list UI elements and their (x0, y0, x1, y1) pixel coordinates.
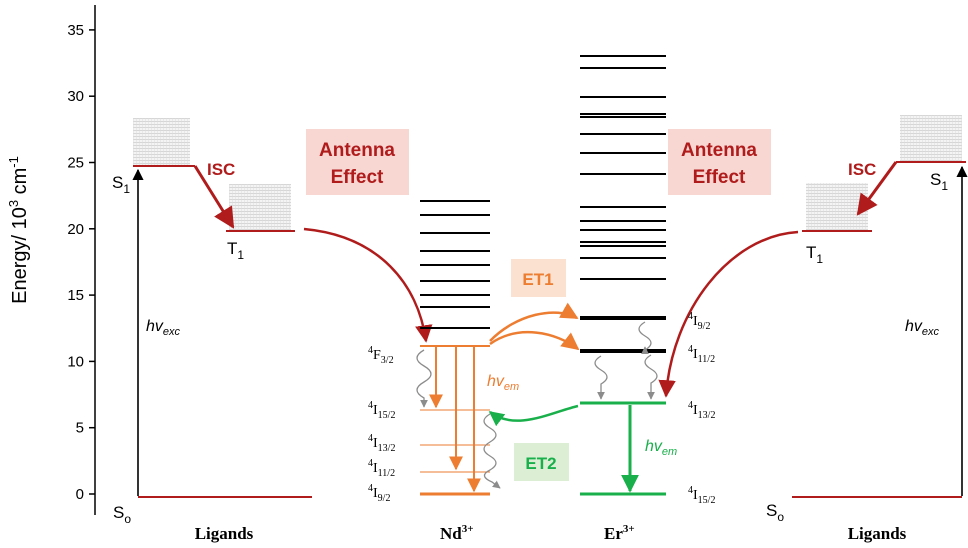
s1-vibronic-band-right (900, 115, 962, 163)
et2-arrow (488, 404, 579, 427)
isc-label-right: ISC (848, 160, 876, 179)
svg-text:Antenna: Antenna (319, 140, 395, 161)
nd-level-label-4f32: 4F3/2 (368, 345, 394, 366)
nd-nonradiative-relaxation-1 (416, 349, 432, 408)
et1-box: ET1 (511, 259, 566, 297)
y-tick-label: 15 (67, 287, 84, 304)
s0-label-left: So (113, 503, 131, 526)
er-ion-label: Er3+ (604, 523, 635, 543)
svg-text:Antenna: Antenna (681, 140, 757, 161)
antenna-effect-box-left: Antenna Effect (306, 129, 409, 195)
er-level-label-4i152: 4I15/2 (688, 485, 715, 506)
isc-arrow-left (193, 165, 235, 229)
ligands-label-left: Ligands (195, 524, 254, 543)
y-axis: 0 5 10 15 20 25 30 35 Energy/ 103 cm-1 (6, 5, 96, 515)
ligand-left: S1 T1 So ISC hvexc Ligands Antenna Effec… (112, 118, 433, 543)
y-tick-label: 10 (67, 353, 84, 370)
t1-vibronic-band-right (806, 183, 868, 231)
ligand-right: S1 T1 So ISC hvexc Ligands Antenna Effec… (658, 115, 968, 543)
t1-vibronic-band-left (229, 184, 291, 230)
nd-nonradiative-relaxation-2 (483, 413, 501, 489)
et1-arrow-upper (489, 302, 579, 342)
y-tick-label: 5 (76, 420, 84, 437)
et2-box: ET2 (514, 443, 569, 481)
y-axis-label: Energy/ 103 cm-1 (6, 156, 31, 304)
y-tick-label: 30 (67, 88, 84, 105)
t1-label-right: T1 (806, 243, 823, 266)
er-nonradiative-relaxation-3 (644, 354, 658, 400)
y-tick-label: 20 (67, 221, 84, 238)
s0-label-right: So (766, 501, 784, 524)
nd-level-label-4i112: 4I11/2 (368, 458, 395, 479)
nd-level-label-4i152: 4I15/2 (368, 400, 395, 421)
isc-label-left: ISC (207, 160, 235, 179)
svg-text:ET1: ET1 (522, 270, 553, 289)
er-level-label-4i112: 4I11/2 (688, 344, 715, 365)
er-hv-em-label: hvem (645, 438, 677, 458)
ligands-label-right: Ligands (848, 524, 907, 543)
y-axis-ticks: 0 5 10 15 20 25 30 35 (67, 22, 95, 503)
nd-upper-levels (420, 200, 490, 329)
er-level-label-4i92: 4I9/2 (688, 311, 710, 332)
s1-vibronic-band-left (133, 118, 190, 166)
t1-label-left: T1 (227, 239, 244, 262)
hv-exc-label-left: hvexc (146, 318, 181, 338)
y-tick-label: 35 (67, 22, 84, 39)
antenna-effect-box-right: Antenna Effect (668, 129, 771, 195)
hv-exc-label-right: hvexc (905, 318, 940, 338)
svg-text:Effect: Effect (693, 167, 746, 188)
svg-text:Effect: Effect (331, 167, 384, 188)
energy-transfer: ET1 ET2 (488, 259, 580, 481)
er-nonradiative-relaxation-1 (594, 355, 608, 400)
er-level-label-4i132: 4I13/2 (688, 400, 715, 421)
y-tick-label: 0 (76, 486, 84, 503)
et1-arrow-lower (489, 331, 580, 351)
antenna-transfer-arrow-left (303, 227, 433, 343)
svg-text:ET2: ET2 (525, 454, 556, 473)
er-ion: 4I9/2 4I11/2 4I13/2 4I15/2 hvem Er3+ (580, 55, 715, 543)
er-upper-levels (580, 55, 666, 280)
y-tick-label: 25 (67, 155, 84, 172)
nd-level-label-4i132: 4I13/2 (368, 433, 395, 454)
nd-ion-label: Nd3+ (440, 523, 474, 543)
nd-hv-em-label: hvem (487, 373, 519, 393)
er-nonradiative-relaxation-2 (638, 321, 652, 355)
nd-level-label-4i92: 4I9/2 (368, 483, 390, 504)
nd-ion: 4F3/2 4I15/2 4I13/2 4I11/2 4I9/2 hvem Nd… (368, 200, 519, 543)
s1-label-right: S1 (930, 170, 948, 193)
isc-arrow-right (856, 161, 898, 216)
antenna-transfer-arrow-right (658, 230, 799, 398)
s1-label-left: S1 (112, 173, 130, 196)
